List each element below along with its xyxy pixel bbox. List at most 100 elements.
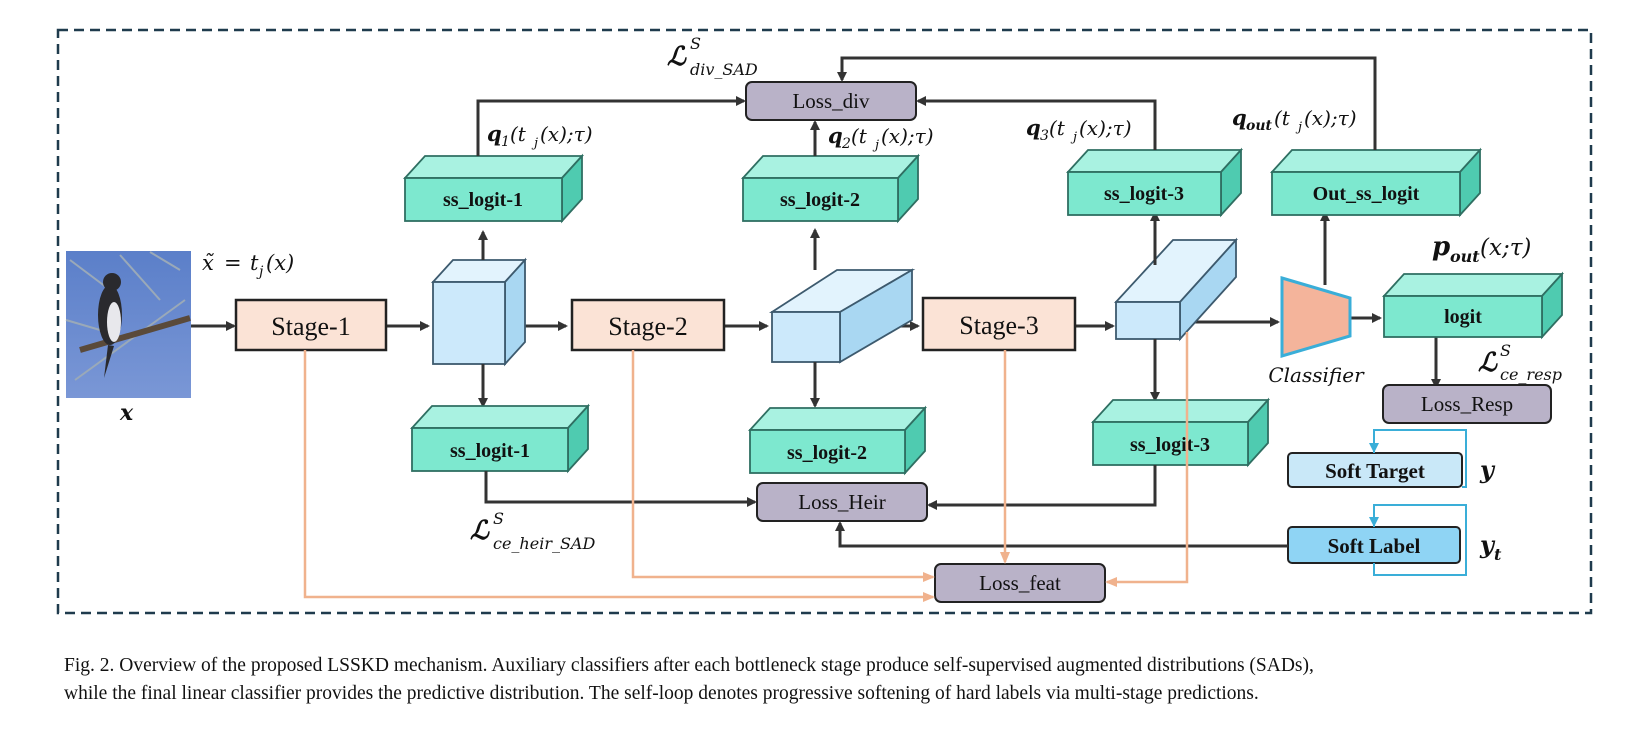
svg-text:ℒ: ℒ xyxy=(1478,348,1498,378)
logit-box: logit xyxy=(1381,271,1565,340)
svg-text:(x);τ): (x);τ) xyxy=(1079,116,1132,140)
figure-caption: Fig. 2. Overview of the proposed LSSKD m… xyxy=(64,652,1604,708)
soft-label: Soft Label xyxy=(1287,526,1461,564)
stage-3: Stage-3 xyxy=(921,296,1077,352)
svg-text:ce_resp: ce_resp xyxy=(1500,365,1562,384)
svg-text:(t: (t xyxy=(1274,106,1291,130)
svg-text:Stage-2: Stage-2 xyxy=(608,312,687,341)
svg-text:div_SAD: div_SAD xyxy=(690,60,758,79)
caption-line-2: while the final linear classifier provid… xyxy=(64,683,1259,704)
pout-label: p out (x;τ) xyxy=(1432,232,1531,266)
svg-text:q: q xyxy=(487,121,502,146)
svg-text:(x;τ): (x;τ) xyxy=(1480,235,1531,261)
svg-text:S: S xyxy=(690,34,701,53)
classifier: Classifier xyxy=(1268,275,1365,387)
input-x-label: x xyxy=(119,400,134,426)
ss-logit-top-2: ss_logit-2 xyxy=(740,153,921,224)
svg-text:Soft Label: Soft Label xyxy=(1328,534,1421,558)
svg-text:q: q xyxy=(1232,105,1247,130)
loss-feat: Loss_feat xyxy=(934,563,1106,603)
loss-feat-arrows xyxy=(303,332,1189,602)
svg-text:t: t xyxy=(1494,545,1502,564)
svg-text:j: j xyxy=(256,264,264,280)
svg-text:Soft Target: Soft Target xyxy=(1325,459,1425,483)
cube-branch-arrows xyxy=(478,211,1441,408)
loss-heir-formula: ℒ S ce_heir_SAD xyxy=(470,509,595,553)
stage-2: Stage-2 xyxy=(570,298,726,352)
svg-text:(x): (x) xyxy=(266,251,294,275)
svg-text:(x);τ): (x);τ) xyxy=(540,122,593,146)
svg-text:j: j xyxy=(872,138,879,153)
loss-div-formula: ℒ S div_SAD xyxy=(667,34,758,79)
svg-text:(t: (t xyxy=(510,122,527,146)
feature-cube-3 xyxy=(1113,237,1239,342)
svg-text:ss_logit-3: ss_logit-3 xyxy=(1104,183,1184,205)
svg-text:1: 1 xyxy=(501,134,510,150)
svg-text:j: j xyxy=(1070,130,1077,145)
ss-logit-top-1: ss_logit-1 xyxy=(402,153,585,224)
ss-logit-bottom-2: ss_logit-2 xyxy=(747,405,928,476)
svg-text:Loss_feat: Loss_feat xyxy=(979,571,1061,595)
caption-line-1: Fig. 2. Overview of the proposed LSSKD m… xyxy=(64,655,1314,676)
yt-label: y t xyxy=(1479,530,1502,564)
qout-label: q out (t j (x);τ) xyxy=(1232,105,1357,135)
feature-cube-2 xyxy=(768,268,916,364)
svg-text:p: p xyxy=(1432,232,1450,262)
svg-text:ce_heir_SAD: ce_heir_SAD xyxy=(493,534,595,553)
q1-label: q 1 (t j (x);τ) xyxy=(487,121,593,151)
q3-label: q 3 (t j (x);τ) xyxy=(1026,115,1132,145)
svg-text:y: y xyxy=(1479,530,1496,559)
svg-text:3: 3 xyxy=(1040,128,1049,144)
svg-text:(x);τ): (x);τ) xyxy=(1304,106,1357,130)
svg-text:(t: (t xyxy=(1049,116,1066,140)
svg-text:Stage-3: Stage-3 xyxy=(959,311,1038,340)
svg-text:j: j xyxy=(1295,120,1302,135)
stage-1: Stage-1 xyxy=(234,298,388,352)
svg-text:2: 2 xyxy=(841,136,851,152)
svg-text:(t: (t xyxy=(851,124,868,148)
svg-text:Loss_div: Loss_div xyxy=(792,89,870,113)
svg-text:Stage-1: Stage-1 xyxy=(271,312,350,341)
svg-text:Loss_Resp: Loss_Resp xyxy=(1421,392,1513,416)
svg-text:out: out xyxy=(1246,118,1273,134)
svg-text:S: S xyxy=(1500,341,1511,360)
dashed-frame xyxy=(56,28,1593,615)
ss-logit-top-3: ss_logit-3 xyxy=(1065,147,1244,218)
augmented-input-label: x̃ = t j (x) xyxy=(202,251,294,280)
loss-resp: Loss_Resp xyxy=(1382,384,1552,424)
svg-text:ℒ: ℒ xyxy=(667,42,687,72)
svg-text:ss_logit-2: ss_logit-2 xyxy=(780,189,860,211)
svg-text:q: q xyxy=(828,123,843,148)
out-ss-logit: Out_ss_logit xyxy=(1269,147,1483,218)
svg-text:q: q xyxy=(1026,115,1041,140)
feature-cube-1 xyxy=(430,257,528,367)
svg-text:logit: logit xyxy=(1444,306,1482,328)
self-loop-arrows xyxy=(1369,429,1467,576)
svg-text:S: S xyxy=(493,509,504,528)
loss-heir: Loss_Heir xyxy=(756,482,928,522)
svg-text:=: = xyxy=(224,251,242,275)
svg-text:(x);τ): (x);τ) xyxy=(881,124,934,148)
input-bird-image xyxy=(65,251,191,398)
svg-text:ss_logit-1: ss_logit-1 xyxy=(450,440,530,462)
svg-text:ss_logit-1: ss_logit-1 xyxy=(443,189,523,211)
svg-text:t: t xyxy=(250,251,259,275)
soft-target: Soft Target xyxy=(1287,452,1463,488)
svg-text:ss_logit-2: ss_logit-2 xyxy=(787,442,867,464)
svg-text:j: j xyxy=(531,136,538,151)
svg-text:Classifier: Classifier xyxy=(1268,363,1365,387)
loss-resp-formula: ℒ S ce_resp xyxy=(1478,341,1562,384)
y-label: y xyxy=(1479,455,1496,484)
svg-text:out: out xyxy=(1450,247,1480,266)
loss-div-arrows xyxy=(476,56,1377,156)
ss-logit-bottom-1: ss_logit-1 xyxy=(409,403,591,474)
svg-text:Loss_Heir: Loss_Heir xyxy=(798,490,886,514)
q2-label: q 2 (t j (x);τ) xyxy=(828,123,934,153)
svg-text:Out_ss_logit: Out_ss_logit xyxy=(1313,183,1420,205)
svg-text:ss_logit-3: ss_logit-3 xyxy=(1130,434,1210,456)
svg-text:x̃: x̃ xyxy=(202,251,214,275)
ss-logit-bottom-3: ss_logit-3 xyxy=(1090,397,1271,468)
loss-div: Loss_div xyxy=(745,81,917,121)
svg-text:ℒ: ℒ xyxy=(470,516,490,546)
